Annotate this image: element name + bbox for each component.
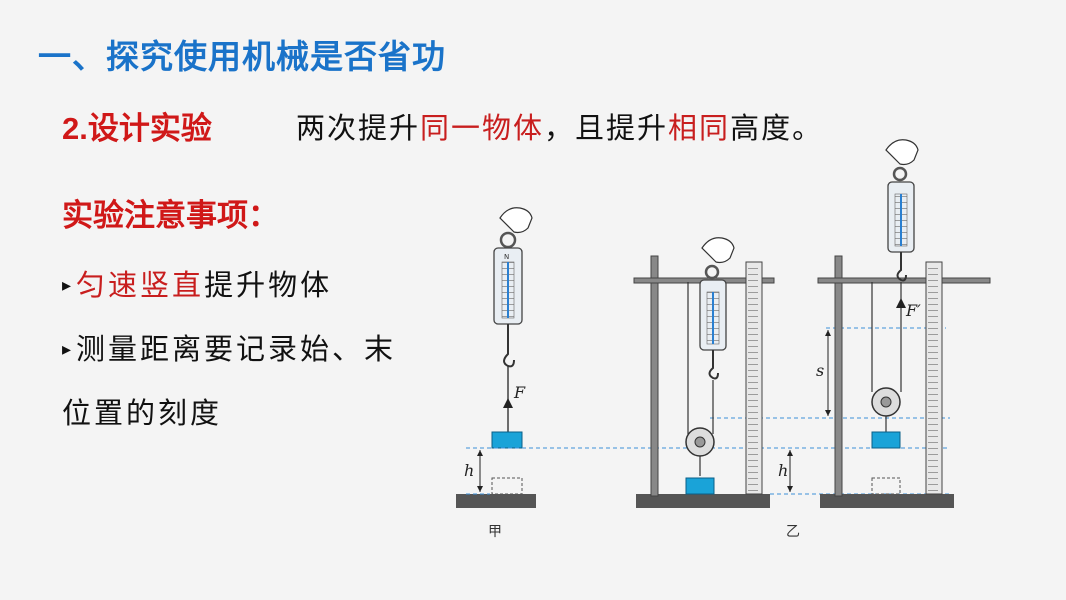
step-text-part: ，且提升 (544, 111, 669, 145)
hook-icon (503, 324, 515, 368)
note-emphasis: 匀速竖直 (76, 268, 205, 302)
step-text-part: 高度。 (730, 111, 824, 145)
step-text-emphasis: 同一物体 (420, 111, 545, 145)
note-text: 测量距离要记录始、末 (76, 332, 397, 366)
ring-icon (499, 231, 517, 249)
block-start-a (491, 477, 523, 495)
note-item-2: ▸测量距离要记录始、末 (62, 326, 396, 368)
force-label-a: F (513, 383, 526, 402)
caption-a: 甲 (488, 524, 502, 540)
step-label: 2.设计实验 (62, 111, 212, 146)
step-text-part: 两次提升 (296, 111, 421, 145)
block-b1 (685, 477, 715, 495)
note-item-1: ▸匀速竖直提升物体 (62, 262, 332, 304)
scale-unit-label: N (504, 253, 509, 261)
notes-title: 实验注意事项： (62, 198, 279, 234)
page-title: 一、探究使用机械是否省功 (38, 37, 446, 76)
experiment-figure: N F h 甲 (430, 130, 1066, 550)
height-label-b: h (778, 461, 788, 480)
block-raised-a (491, 431, 523, 449)
note-text: 提升物体 (204, 268, 333, 302)
height-label-a: h (464, 461, 474, 480)
distance-label: s (816, 361, 824, 380)
pulley-diagram: N F h 甲 (456, 139, 991, 540)
hand-icon (499, 207, 533, 234)
bullet-icon: ▸ (62, 275, 75, 296)
step-description: 两次提升同一物体，且提升相同高度。 (296, 105, 823, 147)
setup-b-final: F′ s h (778, 139, 991, 508)
hand-icon (885, 139, 919, 166)
bullet-icon: ▸ (62, 339, 75, 360)
base-a (456, 494, 536, 508)
block-b2 (871, 431, 901, 449)
setup-a: N F h 甲 (456, 207, 536, 540)
setup-b-initial (633, 237, 775, 508)
hand-icon (701, 237, 735, 264)
caption-b: 乙 (786, 524, 800, 540)
force-label-b: F′ (905, 301, 921, 320)
note-item-2-cont: 位置的刻度 (62, 396, 223, 430)
step-text-emphasis: 相同 (668, 111, 731, 145)
